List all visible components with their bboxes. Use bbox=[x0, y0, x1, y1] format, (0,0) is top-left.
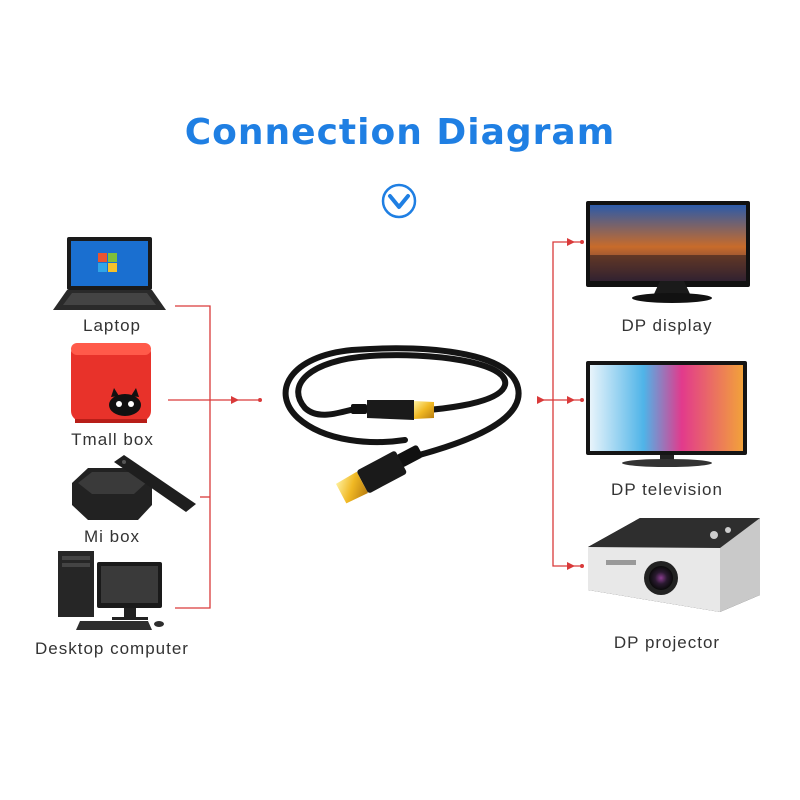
target-connector-lines bbox=[537, 241, 581, 567]
source-connector-lines bbox=[168, 305, 258, 609]
source-label-mi-box: Mi box bbox=[83, 527, 141, 546]
displayport-cable-icon bbox=[282, 345, 522, 504]
chevron-down-icon bbox=[381, 183, 417, 219]
tmall-box-icon bbox=[71, 343, 151, 423]
dp-projector-icon bbox=[588, 518, 760, 612]
dp-display-icon bbox=[586, 201, 750, 303]
dp-television-icon bbox=[586, 361, 747, 467]
target-arrow-icon bbox=[537, 238, 584, 570]
diagram-title: Connection Diagram bbox=[184, 112, 616, 153]
laptop-icon bbox=[53, 237, 166, 310]
target-label-dp-display: DP display bbox=[621, 316, 713, 335]
mi-box-icon bbox=[72, 455, 196, 520]
source-arrow-icon bbox=[231, 396, 262, 404]
source-label-tmall-box: Tmall box bbox=[71, 430, 154, 449]
source-label-laptop: Laptop bbox=[83, 316, 141, 335]
target-label-dp-television: DP television bbox=[611, 480, 723, 499]
source-label-desktop-computer: Desktop computer bbox=[35, 639, 189, 658]
target-label-dp-projector: DP projector bbox=[613, 633, 721, 652]
desktop-computer-icon bbox=[58, 551, 164, 630]
